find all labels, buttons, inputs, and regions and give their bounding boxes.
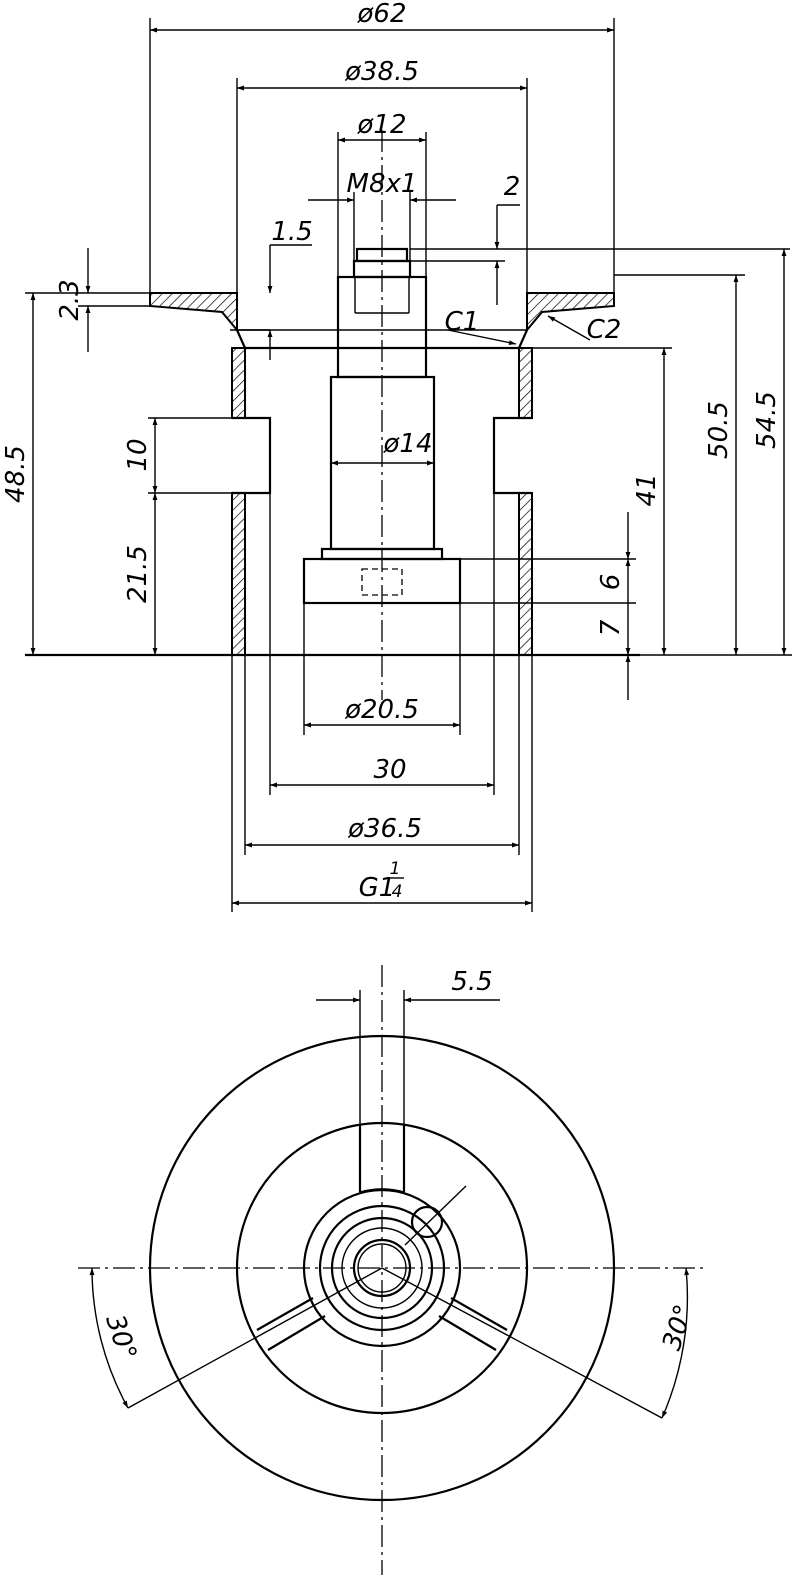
slot-right: [492, 416, 532, 495]
plan-angle-line-left: [127, 1267, 383, 1409]
dim-two-three: 2.3: [55, 279, 85, 320]
dim-fifty-point-five: 50.5: [704, 401, 734, 459]
dim-thread-g-frac-num: 1: [390, 859, 401, 879]
plan-hub-bore: [352, 1238, 412, 1298]
plan-spoke-top: [358, 1125, 406, 1192]
front-dimensions: ø62 ø38.5 ø12 M8x1 2 1.5: [1, 0, 792, 912]
tube-wall-right-upper: [518, 347, 533, 419]
dim-forty-one: 41: [632, 473, 662, 506]
dim-two: 2: [504, 172, 521, 202]
plan-spoke-top-cap: [359, 1188, 405, 1193]
front-section-view: [25, 130, 640, 700]
dim-ten: 10: [123, 438, 153, 471]
plan-hub-outer: [302, 1188, 462, 1348]
plan-hub-lobe: [410, 1205, 444, 1239]
plan-outer-circle: [148, 1034, 616, 1502]
dim-fifty-four-five: 54.5: [752, 391, 782, 449]
plan-spoke-right: [438, 1297, 508, 1351]
plan-hub-leader: [404, 1185, 467, 1246]
plan-hub-mid: [318, 1204, 446, 1332]
tube-wall-left-upper: [231, 347, 246, 419]
dim-angle-right: 30°: [657, 1301, 700, 1354]
inner-chamfer-left: [235, 329, 247, 349]
dim-diameter-36-5: ø36.5: [347, 814, 422, 844]
plan-inner-circle: [235, 1121, 529, 1415]
plan-view: 30° 30° 5.5: [78, 965, 705, 1575]
plan-hub-ring-2: [341, 1227, 423, 1309]
dim-twenty-one-five: 21.5: [123, 545, 153, 603]
dim-seven: 7: [596, 619, 626, 636]
slot-left: [232, 416, 272, 495]
plan-angle-line-right: [381, 1267, 663, 1419]
plan-spoke-left: [256, 1297, 326, 1351]
dim-thread-g-frac-den: 4: [392, 882, 403, 902]
dim-diameter-12: ø12: [357, 110, 407, 140]
dim-six: 6: [596, 574, 626, 591]
dim-thirty: 30: [373, 755, 406, 785]
dim-chamfer-c2: C2: [587, 315, 622, 345]
dim-forty-eight-five: 48.5: [1, 445, 31, 503]
tube-wall-right-lower: [518, 492, 533, 656]
dim-diameter-20-5: ø20.5: [344, 695, 419, 725]
plan-hub-ring: [330, 1216, 434, 1320]
dim-diameter-38-5: ø38.5: [344, 57, 419, 87]
plan-hub-bore-inner: [357, 1243, 407, 1293]
dim-five-five: 5.5: [451, 967, 492, 997]
inner-chamfer-right: [517, 329, 529, 349]
dim-one-five: 1.5: [271, 217, 312, 247]
dim-thread-m8x1: M8x1: [347, 169, 418, 199]
tube-wall-left-lower: [231, 492, 246, 656]
dim-diameter-14: ø14: [383, 429, 433, 459]
plan-angle-arc-left: [89, 1267, 129, 1409]
dim-diameter-62: ø62: [357, 0, 407, 29]
plan-angle-arc-right: [661, 1267, 690, 1419]
flange-left-hatch: [149, 292, 238, 333]
flange-right-hatch: [526, 292, 615, 333]
dim-chamfer-c1: C1: [445, 307, 480, 337]
